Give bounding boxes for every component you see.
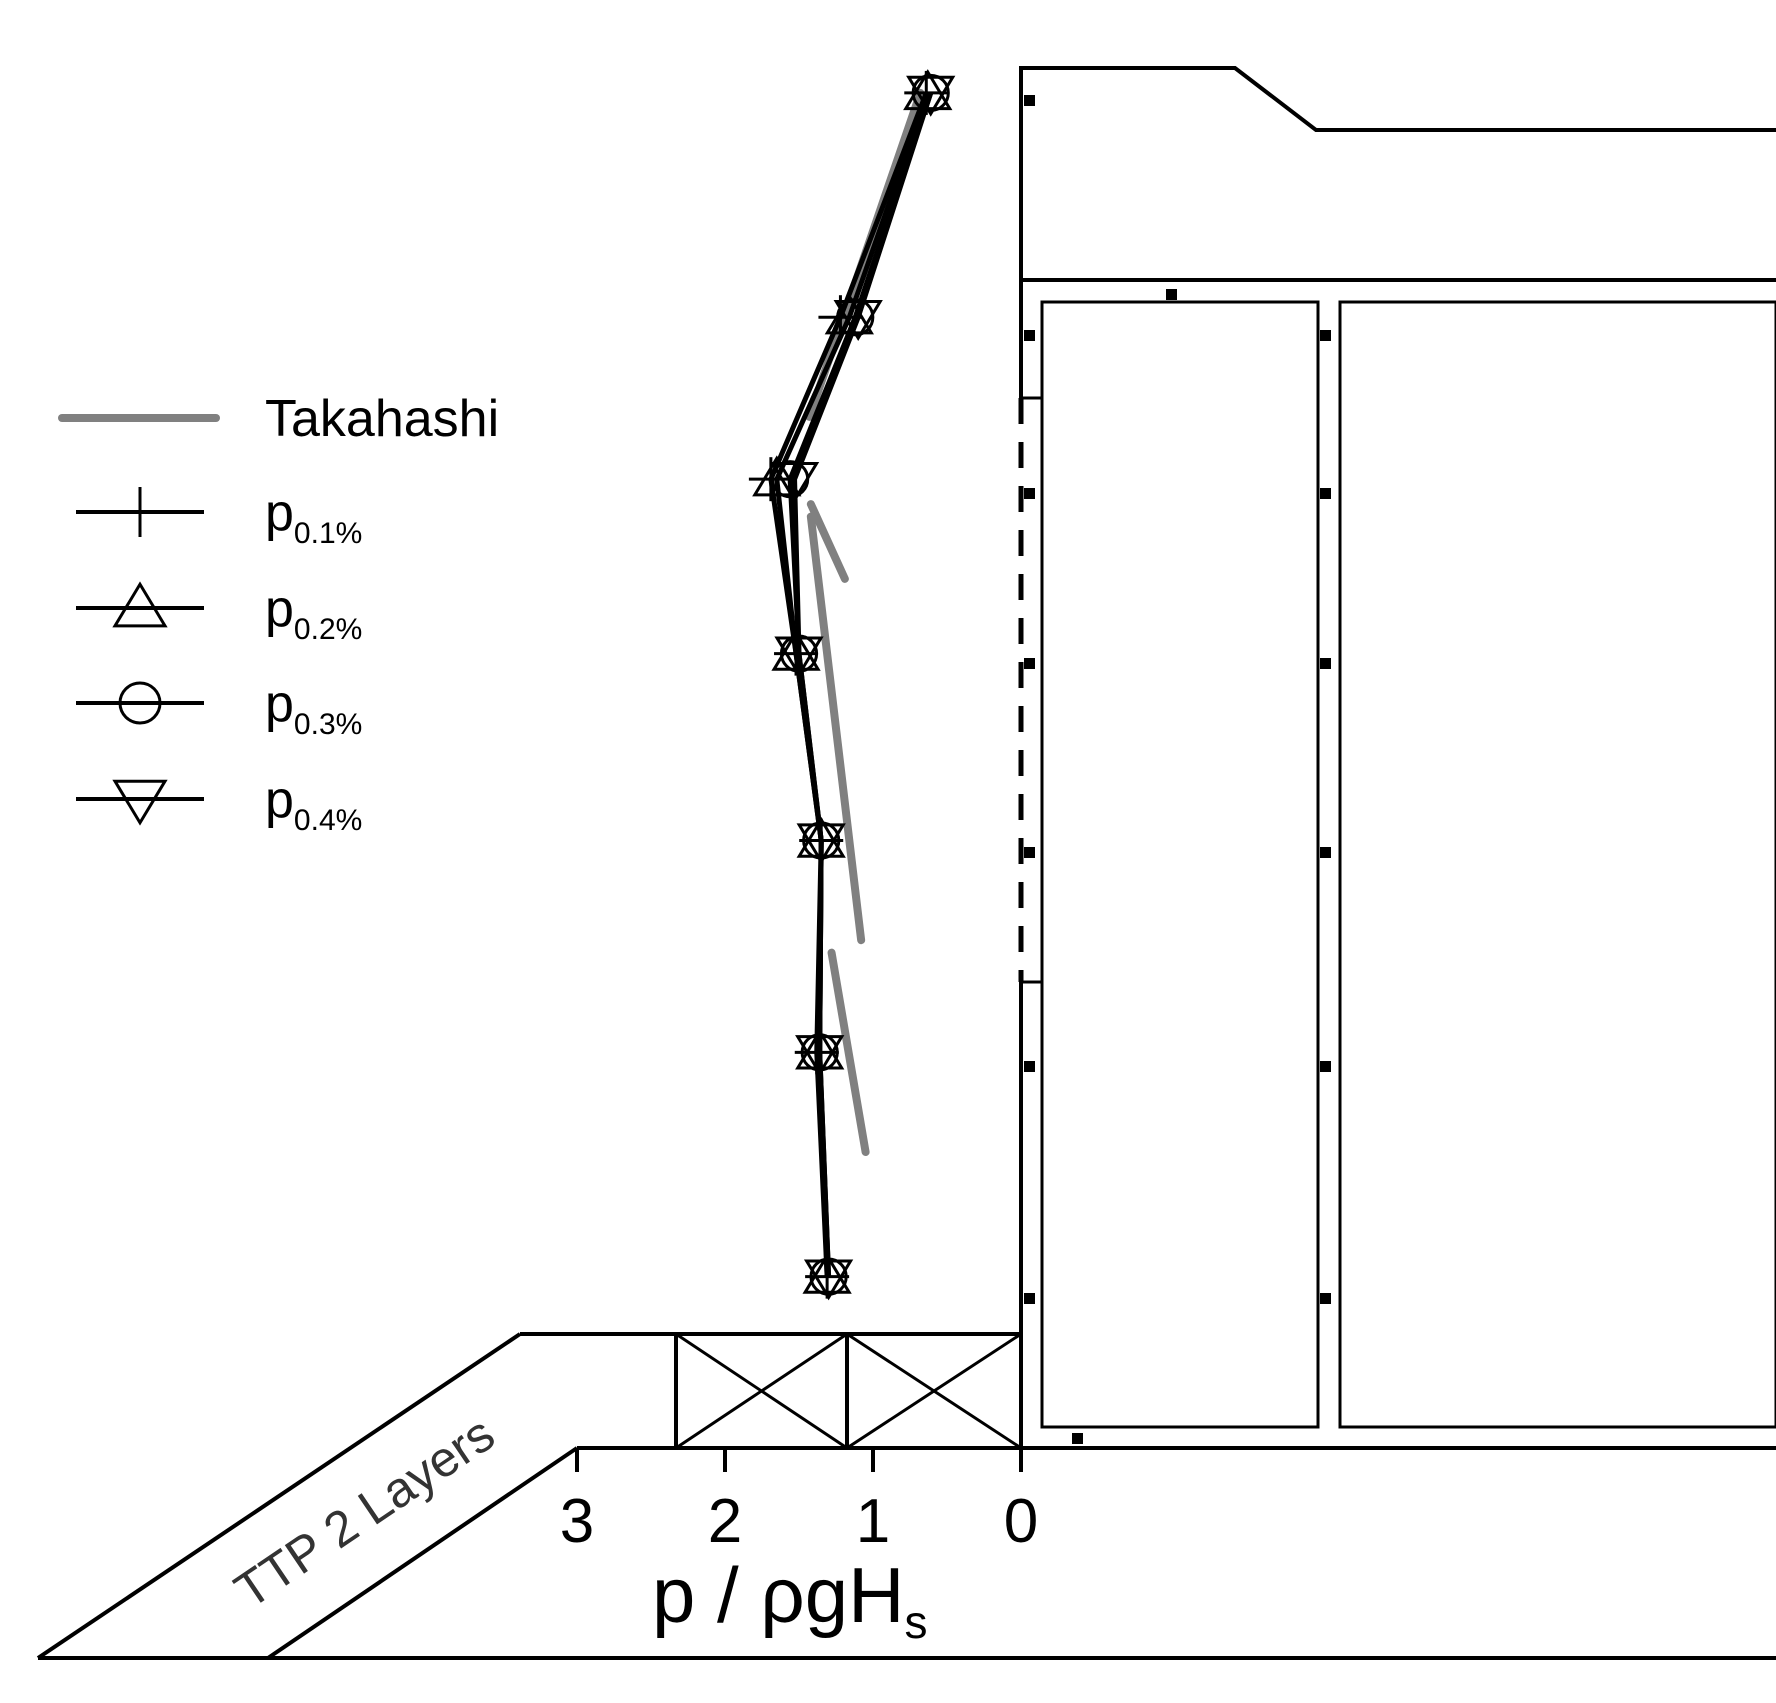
x-tick-label: 2 — [708, 1487, 742, 1556]
x-axis: 3 2 1 0 — [560, 1448, 1038, 1556]
marker-triangle-up — [112, 581, 168, 628]
legend-label: p0.3% — [265, 675, 362, 741]
marker-triangle-down — [833, 300, 883, 342]
marker-triangle-down — [774, 636, 824, 678]
marker-circle — [118, 681, 162, 725]
marker-triangle-down — [796, 823, 846, 865]
marker-triangle-down — [906, 75, 956, 117]
legend-label: p0.2% — [265, 580, 362, 646]
series-line — [774, 92, 931, 1277]
plot-area — [748, 69, 956, 1301]
marker-triangle-down — [112, 779, 168, 826]
legend-label: Takahashi — [265, 390, 499, 448]
legend-label: p0.1% — [265, 484, 362, 550]
x-tick-label: 3 — [560, 1487, 594, 1556]
x-tick-label: 0 — [1004, 1487, 1038, 1556]
series-p0.4% — [769, 75, 956, 1301]
foundation-mound — [36, 1332, 1776, 1660]
legend-item: p0.2% — [76, 580, 362, 646]
caisson-structure — [1018, 66, 1776, 1448]
x-axis-label: p / ρgHs — [652, 1551, 927, 1648]
marker-circle — [911, 73, 950, 113]
series-line — [768, 92, 929, 1277]
series-line — [792, 92, 934, 1277]
legend-item: p0.1% — [76, 484, 362, 550]
legend-item: Takahashi — [58, 390, 499, 448]
legend-label: p0.4% — [265, 771, 362, 837]
takahashi-segment — [827, 948, 870, 1157]
marker-triangle-up — [752, 455, 802, 497]
marker-triangle-down — [795, 1035, 845, 1077]
takahashi-segment — [806, 512, 866, 945]
legend-item: p0.4% — [76, 771, 362, 837]
takahashi-segment — [806, 500, 849, 583]
legend: Takahashi p0.1% p0.2% p0.3% p0.4% — [58, 390, 499, 837]
marker-triangle-down — [769, 462, 820, 503]
marker-triangle-down — [803, 1259, 854, 1301]
series-p0.2% — [752, 69, 953, 1294]
x-tick-label: 1 — [856, 1487, 890, 1556]
legend-item: p0.3% — [76, 675, 362, 741]
series-p0.1% — [748, 70, 949, 1299]
